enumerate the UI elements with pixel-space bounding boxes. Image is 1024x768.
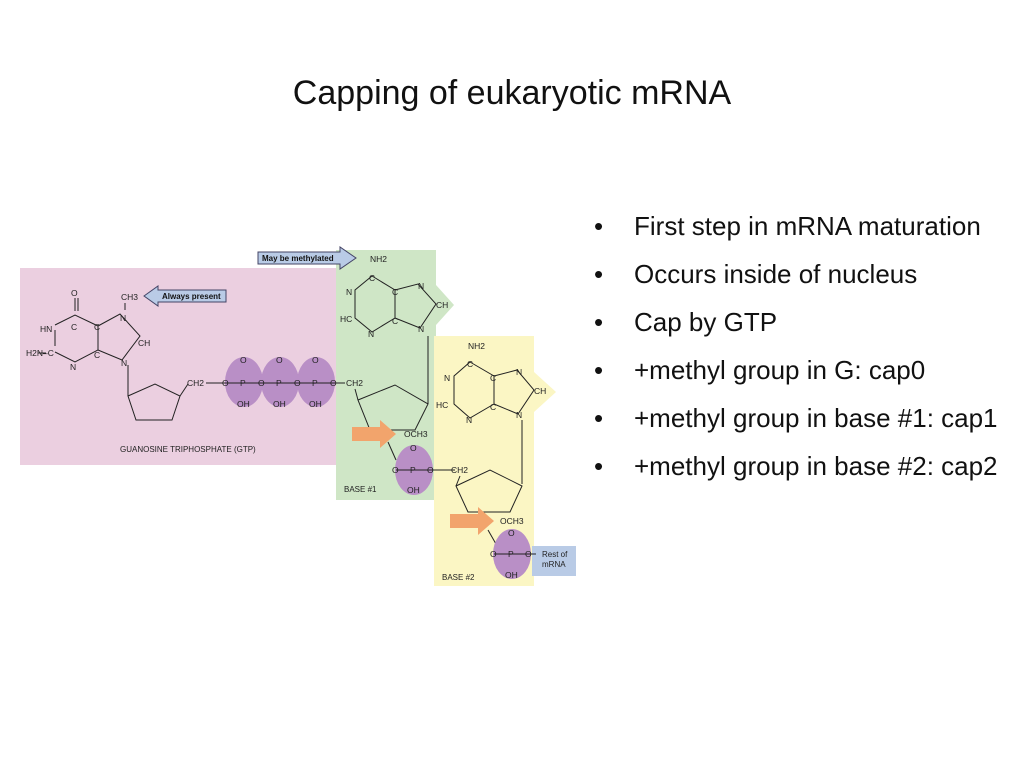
bullet-item: +methyl group in base #2: cap2 <box>592 446 1012 486</box>
atom-label: C <box>467 359 473 369</box>
atom-label: C <box>392 316 398 326</box>
atom-label: CH2 <box>346 378 363 388</box>
atom-label: O <box>258 378 265 388</box>
atom-label: OH <box>505 570 518 580</box>
may-be-methylated-label: May be methylated <box>262 254 334 263</box>
atom-label: O <box>240 355 247 365</box>
methyl-arrow <box>450 507 494 535</box>
atom-label: O <box>410 443 417 453</box>
guanine-base: O CH3 N HN C C CH H2N–C C N N <box>26 288 150 384</box>
atom-label: OH <box>273 399 286 409</box>
base2-adenine: NH2 C N C N CH HC C N N <box>436 341 546 484</box>
atom-label: NH2 <box>370 254 387 264</box>
base1-region-tab <box>436 285 454 325</box>
base2-label: BASE #2 <box>442 573 475 582</box>
base2-ribose-ring <box>455 469 523 513</box>
atom-label: HC <box>436 400 448 410</box>
atom-label: N <box>418 281 424 291</box>
atom-label: O <box>330 378 337 388</box>
atom-label: H2N–C <box>26 348 54 358</box>
bullet-list: First step in mRNA maturation Occurs ins… <box>592 206 1012 494</box>
base2-region-tab <box>534 372 556 412</box>
phosphorus-atom: P <box>240 378 246 388</box>
base1-label: BASE #1 <box>344 485 377 494</box>
slide-title: Capping of eukaryotic mRNA <box>292 74 732 112</box>
atom-label: CH <box>138 338 150 348</box>
phosphorus-atom: P <box>312 378 318 388</box>
bullet-item: +methyl group in base #1: cap1 <box>592 398 1012 438</box>
atom-label: N <box>516 367 522 377</box>
atom-label: O <box>427 465 434 475</box>
atom-label: HN <box>40 324 52 334</box>
atom-label: OCH3 <box>404 429 428 439</box>
phosphate-group <box>297 357 335 407</box>
bullet-item: Occurs inside of nucleus <box>592 254 1012 294</box>
bullet-item: First step in mRNA maturation <box>592 206 1012 246</box>
mrna-cap-diagram: O CH3 N HN C C CH H2N–C C N N Always pre… <box>20 246 576 586</box>
rest-of-mrna-label: Rest of <box>542 550 568 559</box>
atom-label: CH2 <box>451 465 468 475</box>
atom-label: N <box>368 329 374 339</box>
atom-label: NH2 <box>468 341 485 351</box>
atom-label: N <box>466 415 472 425</box>
atom-label: CH <box>436 300 448 310</box>
gtp-label: GUANOSINE TRIPHOSPHATE (GTP) <box>120 445 256 454</box>
atom-label: O <box>392 465 399 475</box>
base1-ribose-ring <box>357 384 429 431</box>
atom-label: O <box>294 378 301 388</box>
phosphate-group <box>261 357 299 407</box>
atom-label: N <box>444 373 450 383</box>
rest-of-mrna-box <box>532 546 576 576</box>
atom-label: C <box>94 322 100 332</box>
atom-label: N <box>418 324 424 334</box>
may-be-methylated-callout: May be methylated <box>257 246 357 270</box>
atom-label: O <box>276 355 283 365</box>
atom-label: N <box>516 410 522 420</box>
atom-label: O <box>508 528 515 538</box>
atom-label: O <box>71 288 78 298</box>
atom-label: C <box>71 322 77 332</box>
atom-label: O <box>222 378 229 388</box>
atom-label: C <box>369 273 375 283</box>
atom-label: OH <box>237 399 250 409</box>
atom-label: O <box>490 549 497 559</box>
atom-label: OH <box>407 485 420 495</box>
always-present-callout: Always present <box>143 285 227 307</box>
always-present-label: Always present <box>162 292 221 301</box>
rest-of-mrna-label: mRNA <box>542 560 566 569</box>
triphosphate-chain: CH2 O P O P O P O O O O OH OH OH GUANOSI… <box>120 355 345 454</box>
atom-label: CH2 <box>187 378 204 388</box>
phosphorus-atom: P <box>410 465 416 475</box>
base1-adenine: NH2 C N C N CH HC C N N <box>340 254 448 404</box>
phosphorus-atom: P <box>508 549 514 559</box>
atom-label: N <box>121 358 127 368</box>
bullet-item: +methyl group in G: cap0 <box>592 350 1012 390</box>
atom-label: O <box>525 549 532 559</box>
atom-label: OCH3 <box>500 516 524 526</box>
atom-label: CH <box>534 386 546 396</box>
atom-label: C <box>392 287 398 297</box>
atom-label: CH3 <box>121 292 138 302</box>
atom-label: O <box>312 355 319 365</box>
atom-label: C <box>94 350 100 360</box>
atom-label: N <box>120 313 126 323</box>
atom-label: C <box>490 402 496 412</box>
atom-label: C <box>490 373 496 383</box>
methyl-arrow <box>352 420 396 448</box>
phosphorus-atom: P <box>276 378 282 388</box>
atom-label: OH <box>309 399 322 409</box>
atom-label: N <box>70 362 76 372</box>
atom-label: N <box>346 287 352 297</box>
gtp-ribose-ring <box>127 383 181 421</box>
phosphate-group <box>225 357 263 407</box>
bullet-item: Cap by GTP <box>592 302 1012 342</box>
atom-label: HC <box>340 314 352 324</box>
